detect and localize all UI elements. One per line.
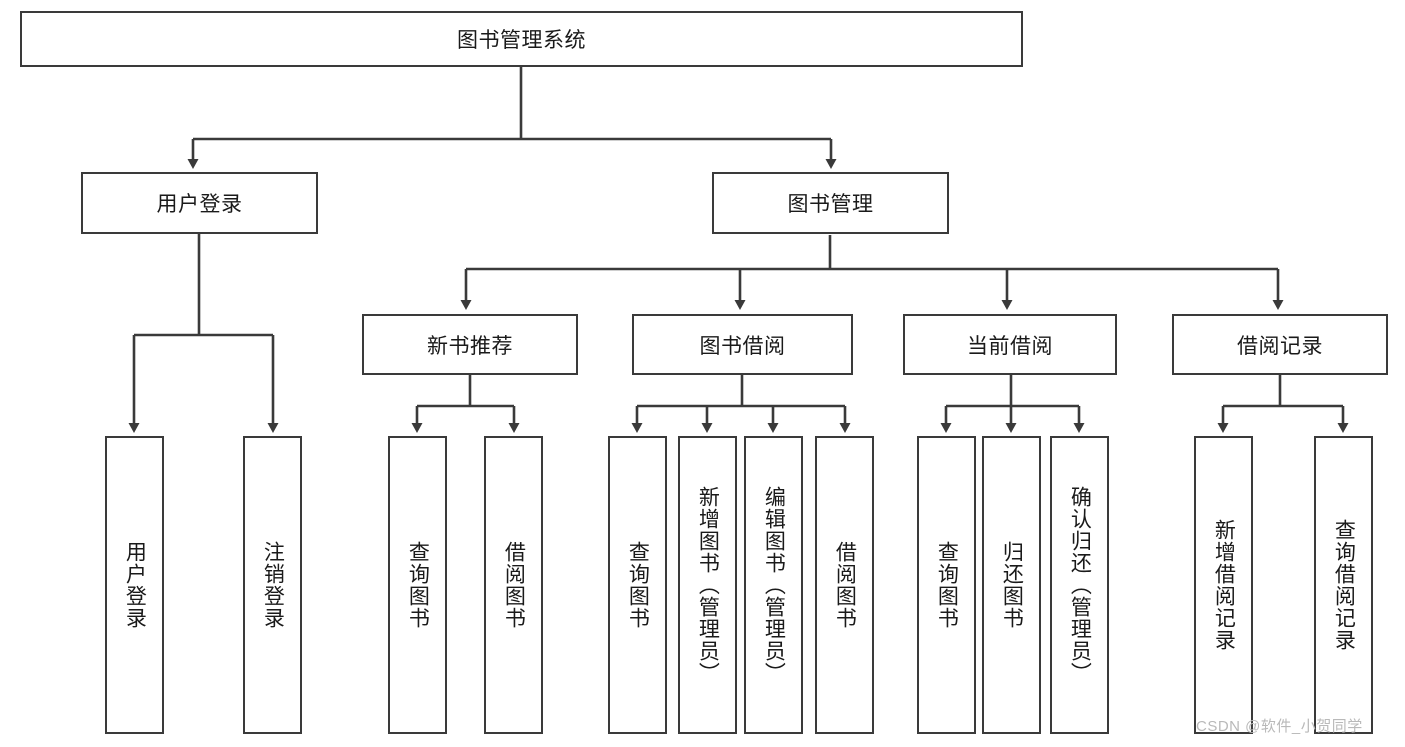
leaf-borrow-book-2-label: 借阅图书 xyxy=(833,541,857,629)
node-current-borrow[interactable]: 当前借阅 xyxy=(903,314,1117,375)
leaf-user-logout-label: 注销登录 xyxy=(261,541,285,629)
leaf-add-record-label: 新增借阅记录 xyxy=(1212,519,1236,651)
node-user-login-label: 用户登录 xyxy=(156,193,243,216)
node-book-borrow[interactable]: 图书借阅 xyxy=(632,314,853,375)
node-book-borrow-label: 图书借阅 xyxy=(699,334,786,358)
leaf-edit-book-label: 编辑图书（管理员） xyxy=(762,486,786,684)
leaf-query-book-1[interactable]: 查询图书 xyxy=(388,436,447,734)
node-new-book-rec[interactable]: 新书推荐 xyxy=(362,314,578,375)
node-current-borrow-label: 当前借阅 xyxy=(967,334,1053,358)
node-book-manage-label: 图书管理 xyxy=(787,193,874,216)
leaf-query-record[interactable]: 查询借阅记录 xyxy=(1314,436,1373,734)
leaf-borrow-book-1-label: 借阅图书 xyxy=(502,541,526,629)
leaf-confirm-return-label: 确认归还（管理员） xyxy=(1068,486,1092,684)
leaf-user-login[interactable]: 用户登录 xyxy=(105,436,164,734)
node-borrow-record[interactable]: 借阅记录 xyxy=(1172,314,1388,375)
leaf-confirm-return[interactable]: 确认归还（管理员） xyxy=(1050,436,1109,734)
leaf-return-book[interactable]: 归还图书 xyxy=(982,436,1041,734)
node-borrow-record-label: 借阅记录 xyxy=(1237,334,1323,358)
leaf-add-book[interactable]: 新增图书（管理员） xyxy=(678,436,737,734)
leaf-borrow-book-2[interactable]: 借阅图书 xyxy=(815,436,874,734)
leaf-add-record[interactable]: 新增借阅记录 xyxy=(1194,436,1253,734)
csdn-watermark: CSDN @软件_小贺同学 xyxy=(1196,718,1363,735)
node-user-login[interactable]: 用户登录 xyxy=(81,172,318,234)
leaf-add-book-label: 新增图书（管理员） xyxy=(696,486,720,684)
leaf-query-book-2-label: 查询图书 xyxy=(626,541,650,629)
node-root[interactable]: 图书管理系统 xyxy=(20,11,1023,67)
leaf-query-book-2[interactable]: 查询图书 xyxy=(608,436,667,734)
node-book-manage[interactable]: 图书管理 xyxy=(712,172,949,234)
leaf-query-book-1-label: 查询图书 xyxy=(406,541,430,629)
leaf-borrow-book-1[interactable]: 借阅图书 xyxy=(484,436,543,734)
leaf-query-book-3[interactable]: 查询图书 xyxy=(917,436,976,734)
leaf-return-book-label: 归还图书 xyxy=(1000,541,1024,629)
leaf-user-login-label: 用户登录 xyxy=(123,541,147,629)
leaf-edit-book[interactable]: 编辑图书（管理员） xyxy=(744,436,803,734)
leaf-user-logout[interactable]: 注销登录 xyxy=(243,436,302,734)
leaf-query-book-3-label: 查询图书 xyxy=(935,541,959,629)
leaf-query-record-label: 查询借阅记录 xyxy=(1332,519,1356,651)
node-new-book-rec-label: 新书推荐 xyxy=(427,334,513,358)
node-root-label: 图书管理系统 xyxy=(457,29,586,52)
